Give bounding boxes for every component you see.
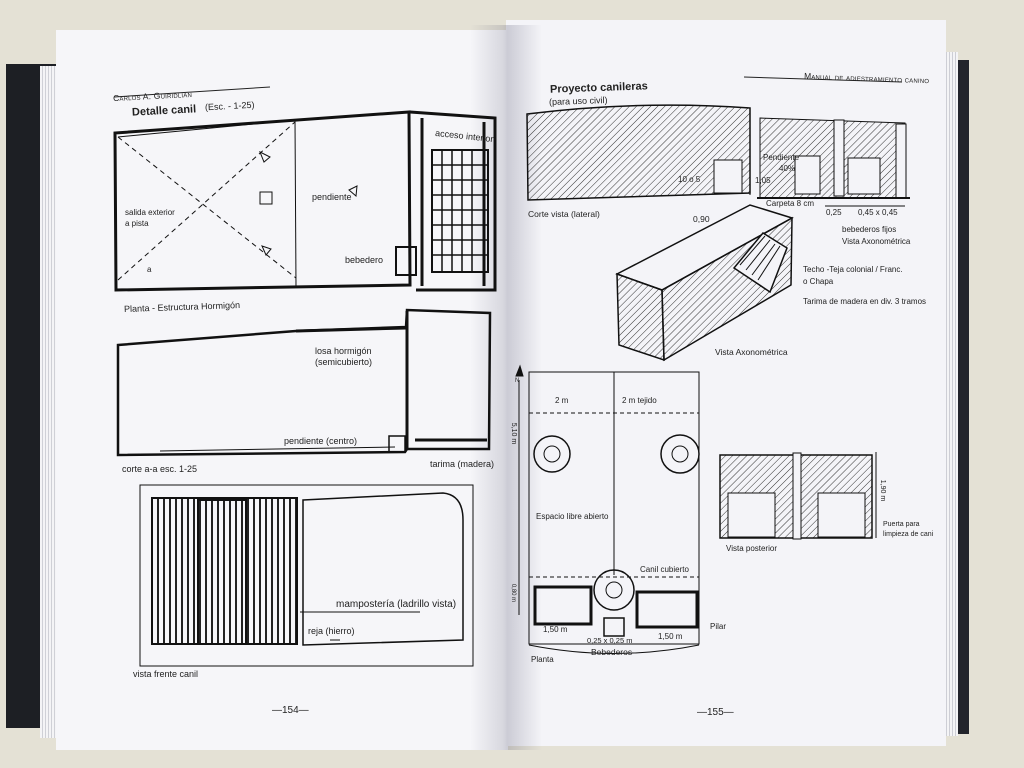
label-chapa: o Chapa [803,277,834,286]
dim-0-90: 0,90 [693,214,710,224]
front-view-drawing [139,484,474,667]
dim-1-50-a: 1,50 m [543,625,568,634]
caption-vista-posterior: Vista posterior [726,544,777,553]
label-salida-exterior: salida exterior [125,208,175,217]
label-vista-axon-detail: Vista Axonométrica [842,237,911,246]
caption-planta-right: Planta [531,655,554,664]
kennel-plan-drawing [113,110,497,292]
label-semicubierto: (semicubierto) [315,357,373,367]
label-losa-hormigon: losa hormigón [315,346,372,356]
label-canil-cubierto: Canil cubierto [640,565,689,574]
label-pendiente-pct: 40% [779,164,796,173]
dim-1-90: 1,90 m [879,479,887,502]
dim-0-25x0-25: 0,25 x 0,25 m [587,636,633,645]
label-puerta-para: Puerta para [883,521,920,528]
label-bebedero: bebedero [345,255,384,265]
label-bebederos-fijos: bebederos fijos [842,225,897,234]
dim-1-50-b: 1,50 m [658,632,683,641]
caption-vista-frente: vista frente canil [133,669,199,679]
label-a-pista: a pista [125,219,149,228]
rear-view-drawing [719,452,877,540]
caption-corte: corte a-a esc. 1-25 [122,464,198,474]
label-bebederos: Bebederos [591,647,633,657]
north-label: N [515,378,520,384]
dim-0-45: 0,45 x 0,45 [858,208,898,217]
page-number-left: —154— [272,705,309,716]
running-head-rule [113,86,271,98]
label-pendiente-centro: pendiente (centro) [284,436,358,446]
label-a: a [147,265,152,274]
label-mamposteria: mampostería (ladrillo vista) [336,599,457,610]
page-number-right: —155— [697,707,734,718]
dim-5-10: 5,10 m [510,422,518,445]
label-pendiente: pendiente [312,192,352,202]
section-a-a-drawing [116,308,492,457]
label-tarima: tarima (madera) [430,459,495,469]
label-pendiente-right: Pendiente [763,153,800,162]
dim-2m-tejido: 2 m tejido [622,396,657,405]
axonometric-drawing [615,204,794,362]
caption-vista-axonometrica: Vista Axonométrica [715,347,788,357]
dim-1-05: 1,05 [755,176,771,185]
caption-corte-vista: Corte vista (lateral) [528,209,600,219]
book-cover-right [955,60,969,734]
site-plan-drawing [515,364,700,654]
lateral-view-drawing [526,104,751,201]
label-reja: reja (hierro) [308,626,355,636]
label-carpeta: Carpeta 8 cm [766,199,815,208]
dim-0-80: 0,80 m [510,583,517,603]
running-head-rule [743,76,903,83]
label-techo: Techo -Teja colonial / Franc. [803,265,903,274]
dim-10-o-5: 10 o 5 [678,175,701,184]
label-pilar: Pilar [710,622,727,631]
dim-2m-a: 2 m [555,396,569,405]
label-tarima-madera: Tarima de madera en div. 3 tramos [803,297,927,306]
dim-0-25: 0,25 [826,208,842,217]
label-limpieza-canil: limpieza de cani [883,531,934,538]
label-espacio-libre: Espacio libre abierto [536,512,609,521]
detail-elevation-drawing [757,117,910,207]
